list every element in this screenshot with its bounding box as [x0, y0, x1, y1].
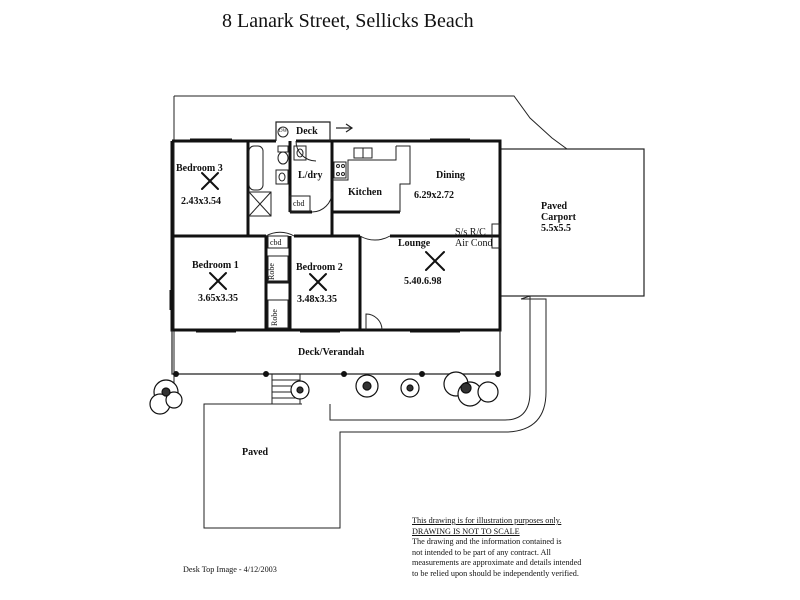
cupboard-label: cbd [270, 238, 282, 247]
paved-label: Paved [242, 447, 269, 458]
footer-date: Desk Top Image - 4/12/2003 [183, 565, 277, 574]
bedroom3-label: Bedroom 3 [176, 163, 223, 174]
tree-icon [149, 379, 183, 415]
door-swing-icon [265, 140, 391, 331]
cupboards [267, 195, 311, 329]
bedroom2-size: 3.48x3.35 [297, 294, 337, 305]
laundry-tub-icon [293, 145, 307, 161]
disclaimer-line2: DRAWING IS NOT TO SCALE [412, 526, 520, 536]
verandah-posts [173, 371, 501, 377]
laundry-label: L/dry [298, 170, 323, 181]
windows [169, 138, 470, 333]
disclaimer-line4: not intended to be part of any contract.… [412, 547, 551, 557]
dishwasher-icon [277, 126, 289, 138]
bedroom1-label: Bedroom 1 [192, 260, 239, 271]
tree-icon [443, 371, 499, 407]
tree-icon [400, 378, 420, 398]
kitchen-label: Kitchen [348, 187, 382, 198]
aircon-label-line1: S/s R/C [455, 227, 486, 238]
cupboard-label: cbd [293, 199, 305, 208]
sink-icon [353, 147, 373, 159]
lounge-size: 5.40.6.98 [404, 276, 442, 287]
bedroom1-size: 3.65x3.35 [198, 293, 238, 304]
robe-label: Robe [267, 263, 276, 280]
sink-icon [275, 169, 289, 185]
carport-label-line2: Carport [541, 212, 576, 223]
carport-size: 5.5x5.5 [541, 223, 571, 234]
lounge-label: Lounge [398, 238, 431, 249]
dishwasher-label: DW [279, 129, 288, 134]
carport-label-line1: Paved [541, 201, 568, 212]
disclaimer-line3: The drawing and the information containe… [412, 537, 562, 547]
tree-icon [290, 380, 310, 400]
ceiling-fan-icon [425, 251, 445, 271]
disclaimer-line5: measurements are approximate and details… [412, 558, 582, 568]
ceiling-fan-icon [201, 172, 219, 190]
robe-label: Robe [270, 309, 279, 326]
dining-size: 6.29x2.72 [414, 190, 454, 201]
aircon-unit [491, 223, 501, 249]
bedroom2-label: Bedroom 2 [296, 262, 343, 273]
deck-label: Deck [296, 126, 318, 137]
lot-boundary [173, 95, 645, 529]
dining-label: Dining [436, 170, 465, 181]
aircon-label-line2: Air Cond [455, 238, 493, 249]
bath-icon [248, 145, 264, 191]
ceiling-fan-icon [309, 273, 327, 291]
shower-icon [248, 191, 272, 217]
disclaimer: This drawing is for illustration purpose… [412, 516, 602, 580]
toilet-icon [277, 145, 289, 165]
kitchen-bench [332, 145, 411, 212]
ceiling-fan-icon [209, 272, 227, 290]
bedroom3-size: 2.43x3.54 [181, 196, 221, 207]
rear-deck [275, 121, 354, 141]
tree-icon [355, 374, 379, 398]
verandah [171, 330, 501, 375]
disclaimer-line1: This drawing is for illustration purpose… [412, 516, 562, 525]
page-title: 8 Lanark Street, Sellicks Beach [222, 10, 474, 32]
stove-icon [333, 161, 347, 179]
verandah-label: Deck/Verandah [298, 347, 365, 358]
disclaimer-line6: to be relied upon should be independentl… [412, 568, 579, 578]
